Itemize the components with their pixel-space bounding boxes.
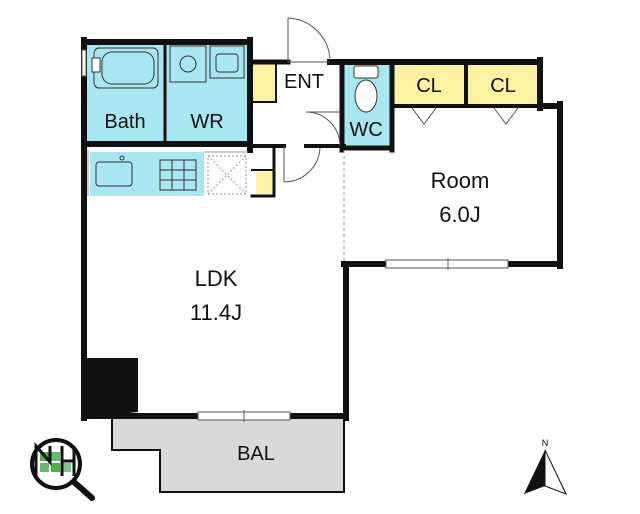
washroom-area	[166, 42, 248, 142]
logo-icon	[30, 438, 95, 501]
balcony-window	[197, 410, 291, 422]
bath-window	[81, 49, 87, 77]
kitchen-counter	[90, 152, 204, 196]
wc-label: WC	[349, 119, 382, 141]
room-window	[385, 258, 509, 270]
room-label: Room	[431, 168, 490, 193]
ent-closet-strip	[252, 64, 276, 102]
balcony-label: BAL	[237, 443, 275, 465]
bathtub-icon	[91, 47, 159, 89]
balcony-outline	[111, 418, 345, 493]
closet-2-area	[468, 64, 538, 106]
compass-icon: N	[524, 438, 567, 495]
pillar	[84, 358, 138, 418]
fridge-space	[207, 155, 247, 195]
balcony-area	[112, 418, 344, 492]
door-swing-icon	[283, 17, 519, 183]
closet-2-label: CL	[490, 75, 516, 97]
ldk-size: 11.4J	[190, 300, 242, 325]
kitchen-sink-icon	[95, 155, 133, 187]
stove-icon	[159, 159, 197, 191]
kitchen-storage	[256, 172, 274, 194]
compass-north-label: N	[542, 438, 549, 448]
washbasin-icon	[169, 45, 245, 83]
wr-label: WR	[190, 111, 223, 133]
bath-label: Bath	[104, 111, 145, 133]
closet-1-area	[394, 64, 464, 106]
thin-partitions	[87, 150, 345, 262]
toilet-icon	[353, 65, 379, 113]
ent-label: ENT	[284, 71, 324, 93]
room-size: 6.0J	[439, 202, 481, 227]
walls	[81, 37, 563, 421]
ldk-label: LDK	[195, 266, 238, 291]
closet-1-label: CL	[416, 75, 442, 97]
